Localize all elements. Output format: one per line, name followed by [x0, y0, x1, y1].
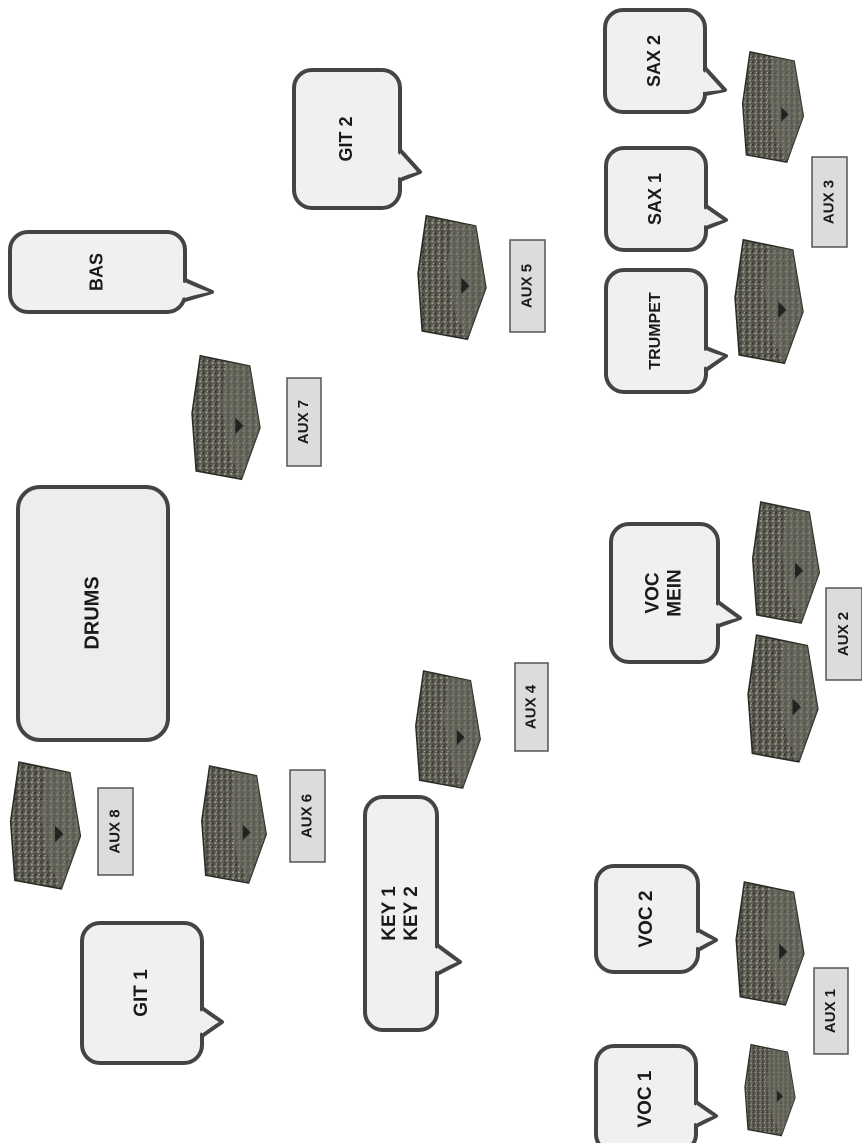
aux-label-aux8: AUX 8 [98, 788, 133, 875]
aux-text-aux2: AUX 2 [835, 612, 852, 656]
stage-monitor-wedge-icon [748, 635, 818, 762]
aux-text-aux6: AUX 6 [298, 794, 315, 838]
instrument-label-sax2: SAX 2 [644, 35, 664, 87]
aux-text-aux8: AUX 8 [106, 809, 123, 853]
stage-monitor-wedge-icon [753, 502, 820, 623]
instrument-label-trumpet: TRUMPET [647, 292, 664, 370]
aux-label-aux2: AUX 2 [826, 588, 862, 680]
instrument-bubble-git1: GIT 1 [82, 923, 222, 1063]
instrument-label-keys-line1: KEY 1 [379, 886, 400, 941]
stage-monitor-wedge-icon [192, 356, 260, 479]
drums-area: DRUMS [18, 487, 168, 740]
instrument-label-git2: GIT 2 [336, 116, 356, 161]
aux-label-aux3: AUX 3 [812, 157, 847, 247]
instrument-bubble-git2: GIT 2 [294, 70, 420, 208]
instrument-bubble-bas: BAS [10, 232, 212, 312]
instrument-label-git1: GIT 1 [131, 969, 152, 1017]
stage-monitor-wedge-icon [745, 1045, 795, 1136]
aux-label-aux5: AUX 5 [510, 240, 545, 332]
aux-text-aux7: AUX 7 [295, 400, 312, 444]
aux-text-aux5: AUX 5 [518, 264, 535, 308]
aux-text-aux4: AUX 4 [522, 684, 539, 729]
instrument-label-voc-mein-line1: VOC [643, 572, 664, 613]
stage-monitor-wedge-icon [736, 882, 804, 1005]
instrument-label-voc2: VOC 2 [636, 890, 657, 947]
drums-label: DRUMS [81, 576, 103, 649]
stage-monitor-wedge-icon [416, 671, 480, 788]
instrument-label-voc1: VOC 1 [635, 1070, 656, 1127]
aux-label-aux6: AUX 6 [290, 770, 325, 862]
stage-monitor-wedge-icon [735, 240, 803, 363]
aux-text-aux3: AUX 3 [820, 180, 837, 224]
instrument-label-voc-mein-line2: MEIN [664, 569, 685, 617]
aux-label-aux7: AUX 7 [287, 378, 321, 466]
aux-text-aux1: AUX 1 [822, 989, 839, 1033]
stage-monitor-wedge-icon [11, 762, 81, 889]
aux-label-aux4: AUX 4 [515, 663, 548, 751]
aux-label-aux1: AUX 1 [814, 968, 848, 1054]
instrument-bubble-sax1: SAX 1 [606, 148, 726, 250]
instrument-label-keys-line2: KEY 2 [401, 886, 422, 941]
instrument-bubble-voc1: VOC 1 [596, 1046, 716, 1143]
instrument-bubble-trumpet: TRUMPET [606, 270, 726, 392]
stage-monitor-wedge-icon [418, 216, 486, 339]
instrument-bubble-voc2: VOC 2 [596, 866, 716, 972]
stage-monitor-wedge-icon [743, 52, 804, 162]
instrument-label-sax1: SAX 1 [645, 173, 665, 225]
instrument-bubble-sax2: SAX 2 [605, 10, 725, 112]
stage-monitor-wedge-icon [202, 766, 266, 883]
instrument-label-bas: BAS [86, 253, 106, 291]
